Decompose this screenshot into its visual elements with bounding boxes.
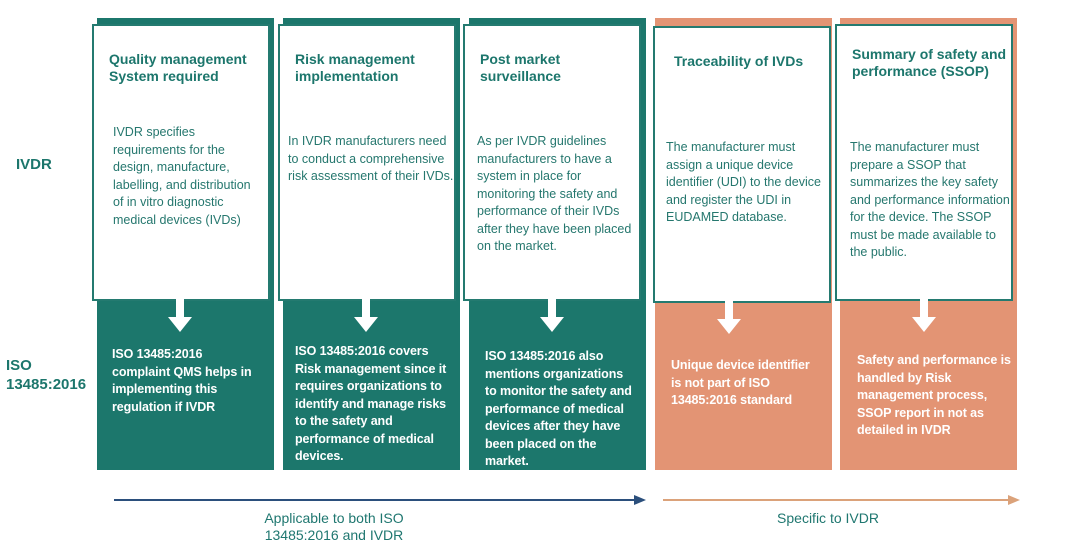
card-description: The manufacturer must assign a unique de… xyxy=(666,140,821,224)
card-description: The manufacturer must prepare a SSOP tha… xyxy=(850,140,1010,259)
footer-label-both: Applicable to both ISO 13485:2016 and IV… xyxy=(264,510,404,543)
card-title: Traceability of IVDs xyxy=(674,53,804,69)
ivdr-only-arrow xyxy=(663,495,1020,505)
iso-description-ssop: Safety and performance is handled by Ris… xyxy=(857,353,1011,437)
iso-description-traceability: Unique device identifier is not part of … xyxy=(671,358,810,407)
card-title: Risk management implementation xyxy=(295,51,415,84)
row-label-iso: ISO 13485:2016 xyxy=(6,356,86,394)
iso-description-qms: ISO 13485:2016 complaint QMS helps in im… xyxy=(112,347,252,414)
down-arrow-icon xyxy=(912,299,936,332)
row-label-ivdr: IVDR xyxy=(16,156,52,173)
card-title: Summary of safety and performance (SSOP) xyxy=(852,46,1007,79)
both-standards-arrow xyxy=(114,495,646,505)
ivdr-card-traceability: Traceability of IVDs The manufacturer mu… xyxy=(653,26,831,303)
iso-description-risk: ISO 13485:2016 covers Risk management si… xyxy=(295,344,447,463)
iso-description-pms: ISO 13485:2016 also mentions organizatio… xyxy=(485,349,632,468)
ivdr-card-ssop: Summary of safety and performance (SSOP)… xyxy=(835,24,1013,301)
row-label-iso-line2: 13485:2016 xyxy=(6,376,87,393)
card-title: Post market surveillance xyxy=(480,51,561,84)
ivdr-card-risk: Risk management implementation In IVDR m… xyxy=(278,24,456,301)
card-description: IVDR specifies requirements for the desi… xyxy=(113,125,251,227)
ivdr-card-pms: Post market surveillance As per IVDR gui… xyxy=(463,24,641,301)
down-arrow-icon xyxy=(354,299,378,332)
card-description: In IVDR manufacturers need to conduct a … xyxy=(288,134,454,183)
card-description: As per IVDR guidelines manufacturers to … xyxy=(477,134,632,253)
ivdr-card-qms: Quality management System required IVDR … xyxy=(92,24,270,301)
card-title: Quality management System required xyxy=(109,51,247,84)
down-arrow-icon xyxy=(540,299,564,332)
footer-label-ivdr: Specific to IVDR xyxy=(777,510,879,526)
row-label-iso-line1: ISO xyxy=(6,357,32,374)
down-arrow-icon xyxy=(168,299,192,332)
down-arrow-icon xyxy=(717,301,741,334)
